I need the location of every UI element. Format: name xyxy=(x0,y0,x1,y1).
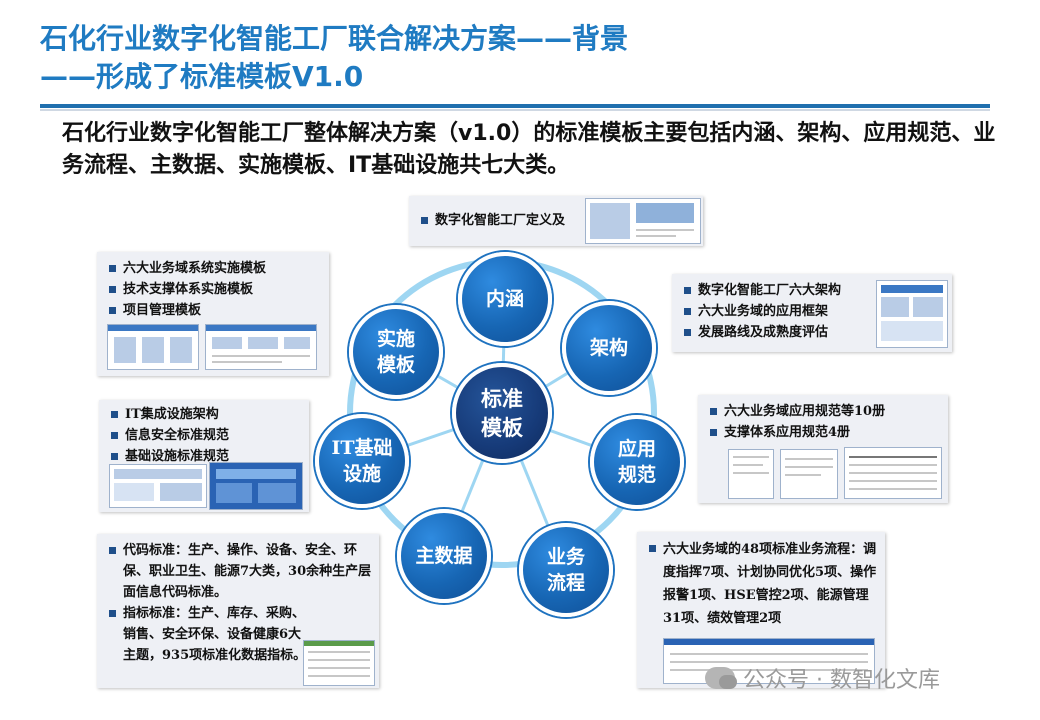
panel-shishi-item-1: 六大业务域系统实施模板 xyxy=(105,258,266,279)
spec-thumbnail-2 xyxy=(780,449,838,499)
definition-thumbnail xyxy=(585,198,701,244)
panel-neihan: 数字化智能工厂定义及 xyxy=(409,196,703,246)
panel-shishi-item-3: 项目管理模板 xyxy=(105,300,266,321)
implementation-thumbnail-2 xyxy=(205,324,317,370)
panel-yingyong-item-2: 支撑体系应用规范4册 xyxy=(706,422,885,443)
node-zhushuju-label: 主数据 xyxy=(415,543,472,569)
node-neihan: 内涵 xyxy=(458,252,552,346)
it-architecture-thumbnail xyxy=(109,464,207,508)
node-shishi: 实施 模板 xyxy=(349,305,443,399)
node-jiagou: 架构 xyxy=(562,301,656,395)
panel-shishi-item-2: 技术支撑体系实施模板 xyxy=(105,279,266,300)
node-neihan-label: 内涵 xyxy=(486,286,524,312)
watermark-text: 公众号 · 数智化文库 xyxy=(743,662,940,694)
panel-it-item-1: IT集成设施架构 xyxy=(107,404,229,425)
panel-jiagou-item-2: 六大业务域的应用框架 xyxy=(680,301,841,322)
node-yewu-label: 业务 流程 xyxy=(547,544,585,596)
node-zhushuju: 主数据 xyxy=(397,509,491,603)
watermark: 公众号 · 数智化文库 xyxy=(705,662,940,694)
node-yingyong: 应用 规范 xyxy=(590,415,684,509)
node-it-label: IT基础 设施 xyxy=(331,435,392,487)
security-thumbnail xyxy=(209,462,303,510)
indicator-thumbnail xyxy=(303,640,375,686)
node-center: 标准 模板 xyxy=(452,363,552,463)
implementation-thumbnail-1 xyxy=(107,324,199,370)
node-yingyong-label: 应用 规范 xyxy=(618,436,656,488)
panel-neihan-item: 数字化智能工厂定义及 xyxy=(417,210,565,231)
architecture-thumbnail xyxy=(876,280,948,348)
spec-thumbnail-3 xyxy=(844,447,942,499)
node-it: IT基础 设施 xyxy=(315,414,409,508)
panel-shishi: 六大业务域系统实施模板 技术支撑体系实施模板 项目管理模板 xyxy=(97,252,329,376)
panel-zhushuju: 代码标准：生产、操作、设备、安全、环保、职业卫生、能源7大类，30余种生产层面信… xyxy=(97,534,379,688)
panel-jiagou: 数字化智能工厂六大架构 六大业务域的应用框架 发展路线及成熟度评估 xyxy=(672,274,952,352)
panel-yewu-item: 六大业务域的48项标准业务流程：调度指挥7项、计划协同优化5项、操作报警1项、H… xyxy=(645,538,879,630)
panel-zhushuju-item-2: 指标标准：生产、库存、采购、销售、安全环保、设备健康6大主题，935项标准化数据… xyxy=(105,603,313,666)
node-center-label: 标准 模板 xyxy=(481,384,523,442)
panel-jiagou-item-3: 发展路线及成熟度评估 xyxy=(680,322,841,343)
panel-zhushuju-item-1: 代码标准：生产、操作、设备、安全、环保、职业卫生、能源7大类，30余种生产层面信… xyxy=(105,540,373,603)
node-shishi-label: 实施 模板 xyxy=(377,326,415,378)
panel-jiagou-item-1: 数字化智能工厂六大架构 xyxy=(680,280,841,301)
panel-it-item-2: 信息安全标准规范 xyxy=(107,425,229,446)
node-yewu: 业务 流程 xyxy=(519,523,613,617)
spec-thumbnail-1 xyxy=(728,449,774,499)
panel-yingyong: 六大业务域应用规范等10册 支撑体系应用规范4册 xyxy=(698,395,948,503)
panel-it: IT集成设施架构 信息安全标准规范 基础设施标准规范 xyxy=(99,400,309,512)
panel-yingyong-item-1: 六大业务域应用规范等10册 xyxy=(706,401,885,422)
wechat-icon xyxy=(705,667,735,689)
node-jiagou-label: 架构 xyxy=(590,335,628,361)
